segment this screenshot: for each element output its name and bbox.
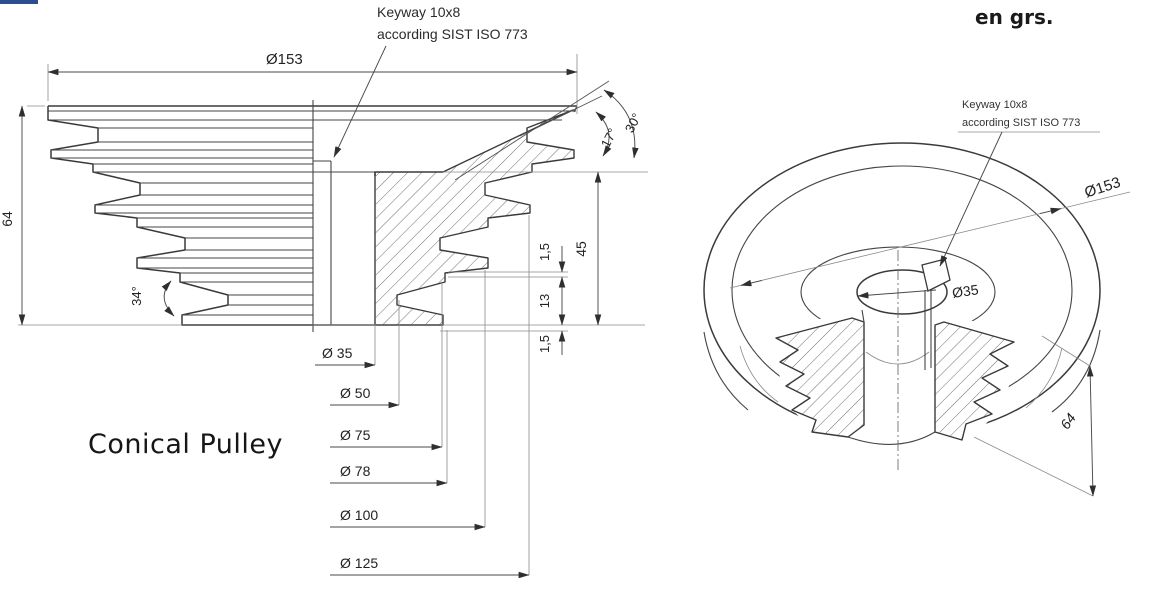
iso-dim-label-outer-diameter: Ø153 bbox=[1083, 174, 1123, 202]
dim-label-groove-angle: 34° bbox=[129, 286, 144, 306]
dim-label-d35: Ø 35 bbox=[322, 345, 353, 361]
dim-label-d75: Ø 75 bbox=[340, 427, 371, 443]
keyway-note-line1: Keyway 10x8 bbox=[377, 4, 460, 20]
cut-face-left bbox=[775, 317, 865, 438]
section-view-geometry bbox=[47, 100, 578, 332]
hub-front-bottom bbox=[847, 431, 936, 445]
section-hatch-body bbox=[374, 109, 575, 326]
iso-keyway-note-line2: according SIST ISO 773 bbox=[962, 117, 1080, 129]
section-view-dimensions bbox=[18, 45, 648, 579]
dim-label-total-height: 64 bbox=[0, 211, 15, 227]
dim-label-d125: Ø 125 bbox=[340, 555, 378, 571]
window-artifact-bar bbox=[0, 0, 38, 4]
keyway-note-line2: according SIST ISO 773 bbox=[377, 26, 528, 42]
isometric-labels: en grs. Keyway 10x8 according SIST ISO 7… bbox=[951, 5, 1123, 432]
view-title: Conical Pulley bbox=[88, 429, 283, 460]
corner-note: en grs. bbox=[975, 5, 1053, 29]
section-feature-lines bbox=[51, 127, 313, 316]
isometric-dimensions bbox=[729, 131, 1131, 497]
dim-label-d50: Ø 50 bbox=[340, 385, 371, 401]
bore-bottom-arc bbox=[865, 351, 930, 365]
section-left-silhouette bbox=[47, 106, 313, 326]
dim-label-45: 45 bbox=[573, 241, 589, 257]
section-view: Keyway 10x8 according SIST ISO 773 Ø153 … bbox=[0, 4, 648, 579]
iso-dim-label-bore: Ø35 bbox=[951, 281, 980, 301]
dim-label-13: 13 bbox=[537, 294, 552, 308]
dim-label-angle-17: 17° bbox=[598, 126, 620, 150]
iso-dim-label-height: 64 bbox=[1057, 410, 1079, 432]
dim-label-d78: Ø 78 bbox=[340, 463, 371, 479]
dim-label-land-bottom: 1,5 bbox=[537, 335, 552, 353]
dim-label-land-top: 1,5 bbox=[537, 243, 552, 261]
isometric-view: en grs. Keyway 10x8 according SIST ISO 7… bbox=[703, 5, 1131, 497]
section-view-labels: Keyway 10x8 according SIST ISO 773 Ø153 … bbox=[0, 4, 644, 571]
iso-keyway-note-line1: Keyway 10x8 bbox=[962, 99, 1027, 111]
dim-label-angle-30: 30° bbox=[622, 111, 644, 135]
dim-label-outer-diameter: Ø153 bbox=[266, 51, 303, 68]
keyway-notch bbox=[921, 258, 951, 292]
dim-label-d100: Ø 100 bbox=[340, 507, 378, 523]
bore-ellipse bbox=[856, 269, 948, 315]
isometric-geometry bbox=[703, 142, 1101, 472]
